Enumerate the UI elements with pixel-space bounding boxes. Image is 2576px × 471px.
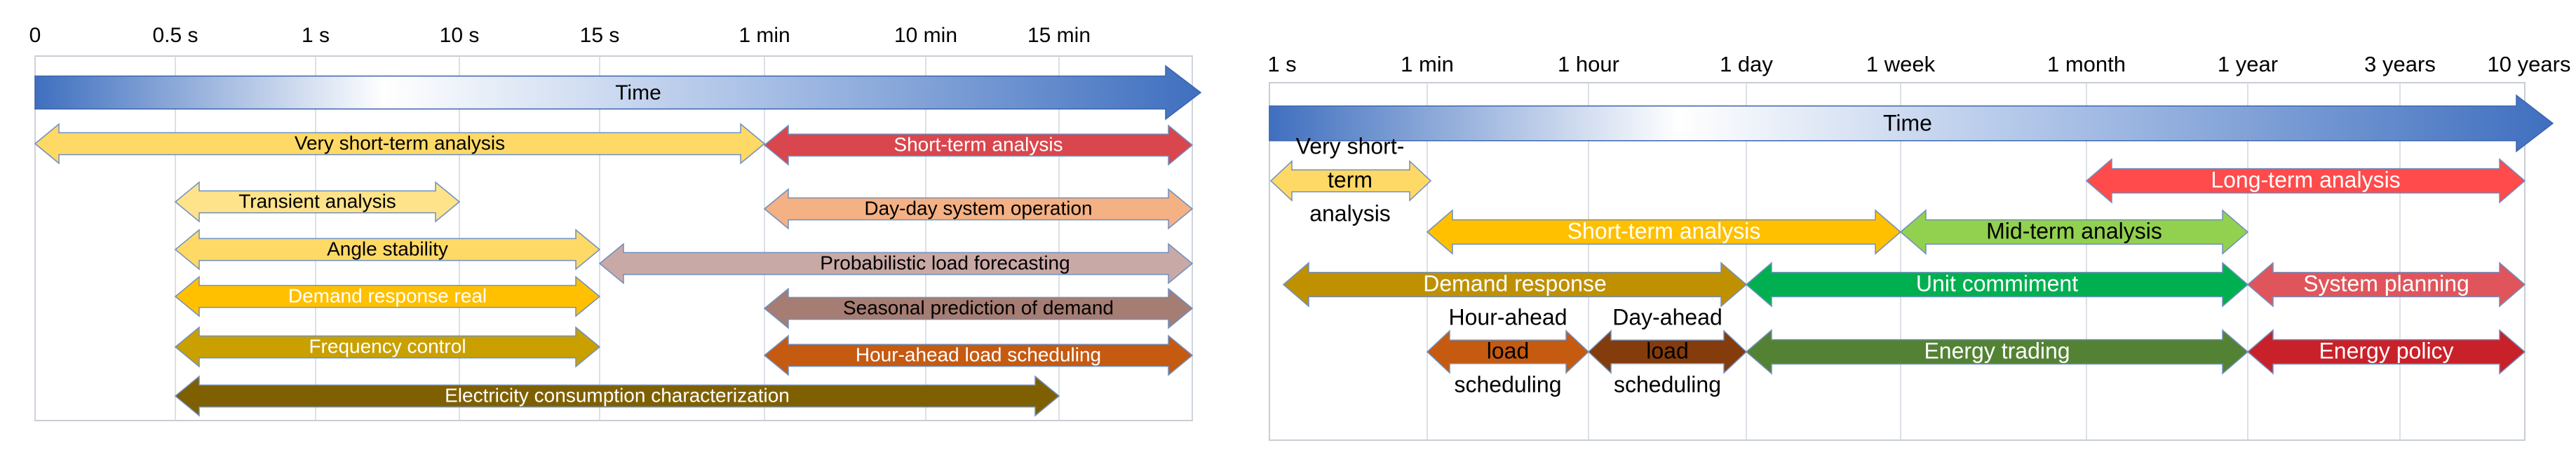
long-term-analysis-arrow (2085, 158, 2526, 204)
right-tick-label: 1 hour (1558, 52, 1619, 76)
right-tick-label: 10 years (2488, 52, 2571, 76)
right-time-arrow (1269, 94, 2554, 153)
frequency-control-label: Frequency control (309, 335, 466, 357)
left-tick-label: 0 (29, 24, 41, 47)
very-short-term-analysis-arrow (34, 123, 766, 165)
seasonal-prediction-of-demand-arrow (763, 287, 1194, 329)
hour-ahead-load-scheduling-label: scheduling (1455, 371, 1562, 397)
demand-response-real-arrow (174, 275, 601, 318)
mid-term-analysis-label: Mid-term analysis (1986, 218, 2162, 243)
left-tick-label: 15 min (1027, 24, 1091, 47)
unit-commiment-label: Unit commiment (1916, 271, 2078, 296)
demand-response-real-label: Demand response real (288, 285, 487, 306)
very-short-term-analysis-label: analysis (1309, 200, 1391, 226)
day-day-system-operation-label: Day-day system operation (864, 197, 1092, 219)
left-tick-label: 15 s (580, 24, 620, 47)
left-time-arrow (34, 64, 1202, 121)
right-tick-label: 1 min (1401, 52, 1454, 76)
right-tick-label: 1 s (1267, 52, 1296, 76)
very-short-term-analysis-arrow (1269, 160, 1432, 202)
energy-policy-label: Energy policy (2319, 338, 2453, 363)
left-panel: 0 0.5 s 1 s 10 s 15 s 1 min 10 min 15 minTimeVe… (29, 24, 1202, 421)
right-tick-label: 1 year (2218, 52, 2278, 76)
left-tick-label: 1 min (739, 24, 790, 47)
hour-ahead-load-scheduling-arrow (763, 334, 1194, 376)
right-tick-label: 3 years (2364, 52, 2436, 76)
transient-analysis-label: Transient analysis (238, 190, 396, 212)
electricity-consumption-characterization-arrow (174, 375, 1060, 417)
very-short-term-analysis-label: term (1328, 167, 1373, 192)
right-tick-label: 1 day (1720, 52, 1773, 76)
left-tick-label: 0.5 s (152, 24, 198, 47)
hour-ahead-load-scheduling-label: Hour-ahead (1449, 304, 1567, 329)
probabilistic-load-forecasting-arrow (598, 243, 1194, 285)
long-term-analysis-label: Long-term analysis (2211, 167, 2400, 192)
left-tick-label: 10 s (440, 24, 480, 47)
very-short-term-analysis-label: Very short-term analysis (295, 132, 505, 153)
day-day-system-operation-arrow (763, 188, 1194, 230)
system-planning-label: System planning (2303, 271, 2469, 296)
frequency-control-arrow (174, 326, 601, 368)
left-tick-label: 10 min (894, 24, 957, 47)
transient-analysis-arrow (174, 181, 461, 223)
left-tick-label: 1 s (302, 24, 330, 47)
energy-policy-arrow (2246, 329, 2526, 375)
short-term-analysis-label: Short-term analysis (893, 133, 1063, 155)
day-ahead-load-scheduling-label: scheduling (1614, 371, 1721, 397)
short-term-analysis-arrow (763, 124, 1194, 166)
right-tick-label: 1 week (1866, 52, 1936, 76)
system-planning-arrow (2246, 261, 2526, 308)
mid-term-analysis-arrow (1899, 209, 2249, 255)
very-short-term-analysis-label: Very short- (1296, 133, 1405, 158)
hour-ahead-load-scheduling-label: Hour-ahead load scheduling (856, 343, 1101, 365)
right-frame (1269, 82, 2526, 441)
right-panel: 1 s 1 min 1 hour 1 day 1 week 1 month 1 year 3 … (1267, 52, 2571, 441)
angle-stability-label: Angle stability (327, 238, 448, 259)
day-ahead-load-scheduling-label: load (1646, 338, 1689, 363)
day-ahead-load-scheduling-label: Day-ahead (1612, 304, 1722, 329)
probabilistic-load-forecasting-label: Probabilistic load forecasting (820, 252, 1070, 273)
short-term-analysis-label: Short-term analysis (1567, 218, 1761, 243)
energy-trading-label: Energy trading (1924, 338, 2070, 363)
demand-response-label: Demand response (1423, 271, 1606, 296)
right-tick-label: 1 month (2047, 52, 2126, 76)
hour-ahead-load-scheduling-label: load (1487, 338, 1530, 363)
electricity-consumption-characterization-label: Electricity consumption characterization (445, 384, 790, 406)
seasonal-prediction-of-demand-label: Seasonal prediction of demand (843, 296, 1114, 318)
right-time-label: Time (1883, 110, 1932, 135)
left-time-label: Time (615, 81, 661, 104)
angle-stability-arrow (174, 228, 601, 271)
